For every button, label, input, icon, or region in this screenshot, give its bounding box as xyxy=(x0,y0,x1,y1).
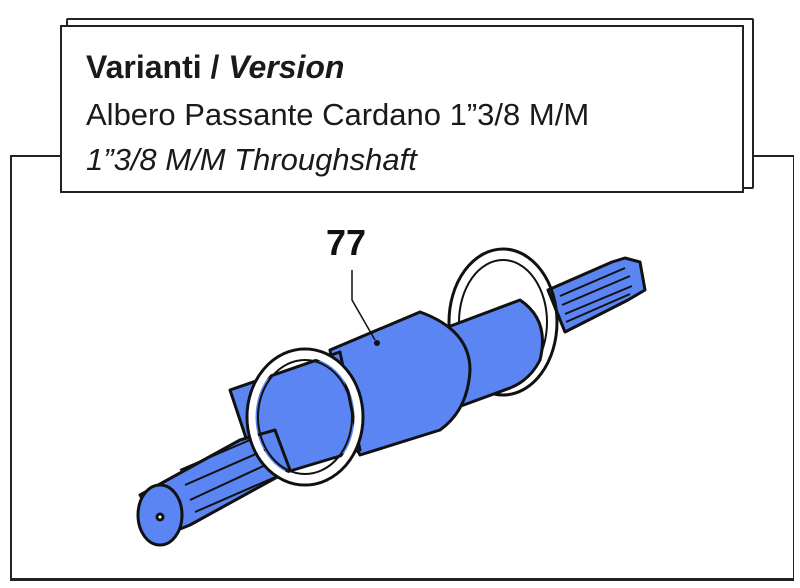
description-english: 1”3/8 M/M Throughshaft xyxy=(86,142,417,177)
title-italian: Varianti xyxy=(86,49,202,85)
right-spline-end xyxy=(546,256,647,334)
variant-label-box: Varianti / Version Albero Passante Carda… xyxy=(60,25,744,193)
description-italian: Albero Passante Cardano 1”3/8 M/M xyxy=(86,97,590,132)
callout-leader-line xyxy=(351,270,376,341)
part-callout-number: 77 xyxy=(326,222,367,263)
shaft-body xyxy=(136,298,544,547)
title-english: Version xyxy=(228,49,345,85)
label-title: Varianti / Version xyxy=(86,49,344,86)
title-separator: / xyxy=(201,49,229,85)
left-ring xyxy=(245,347,365,487)
